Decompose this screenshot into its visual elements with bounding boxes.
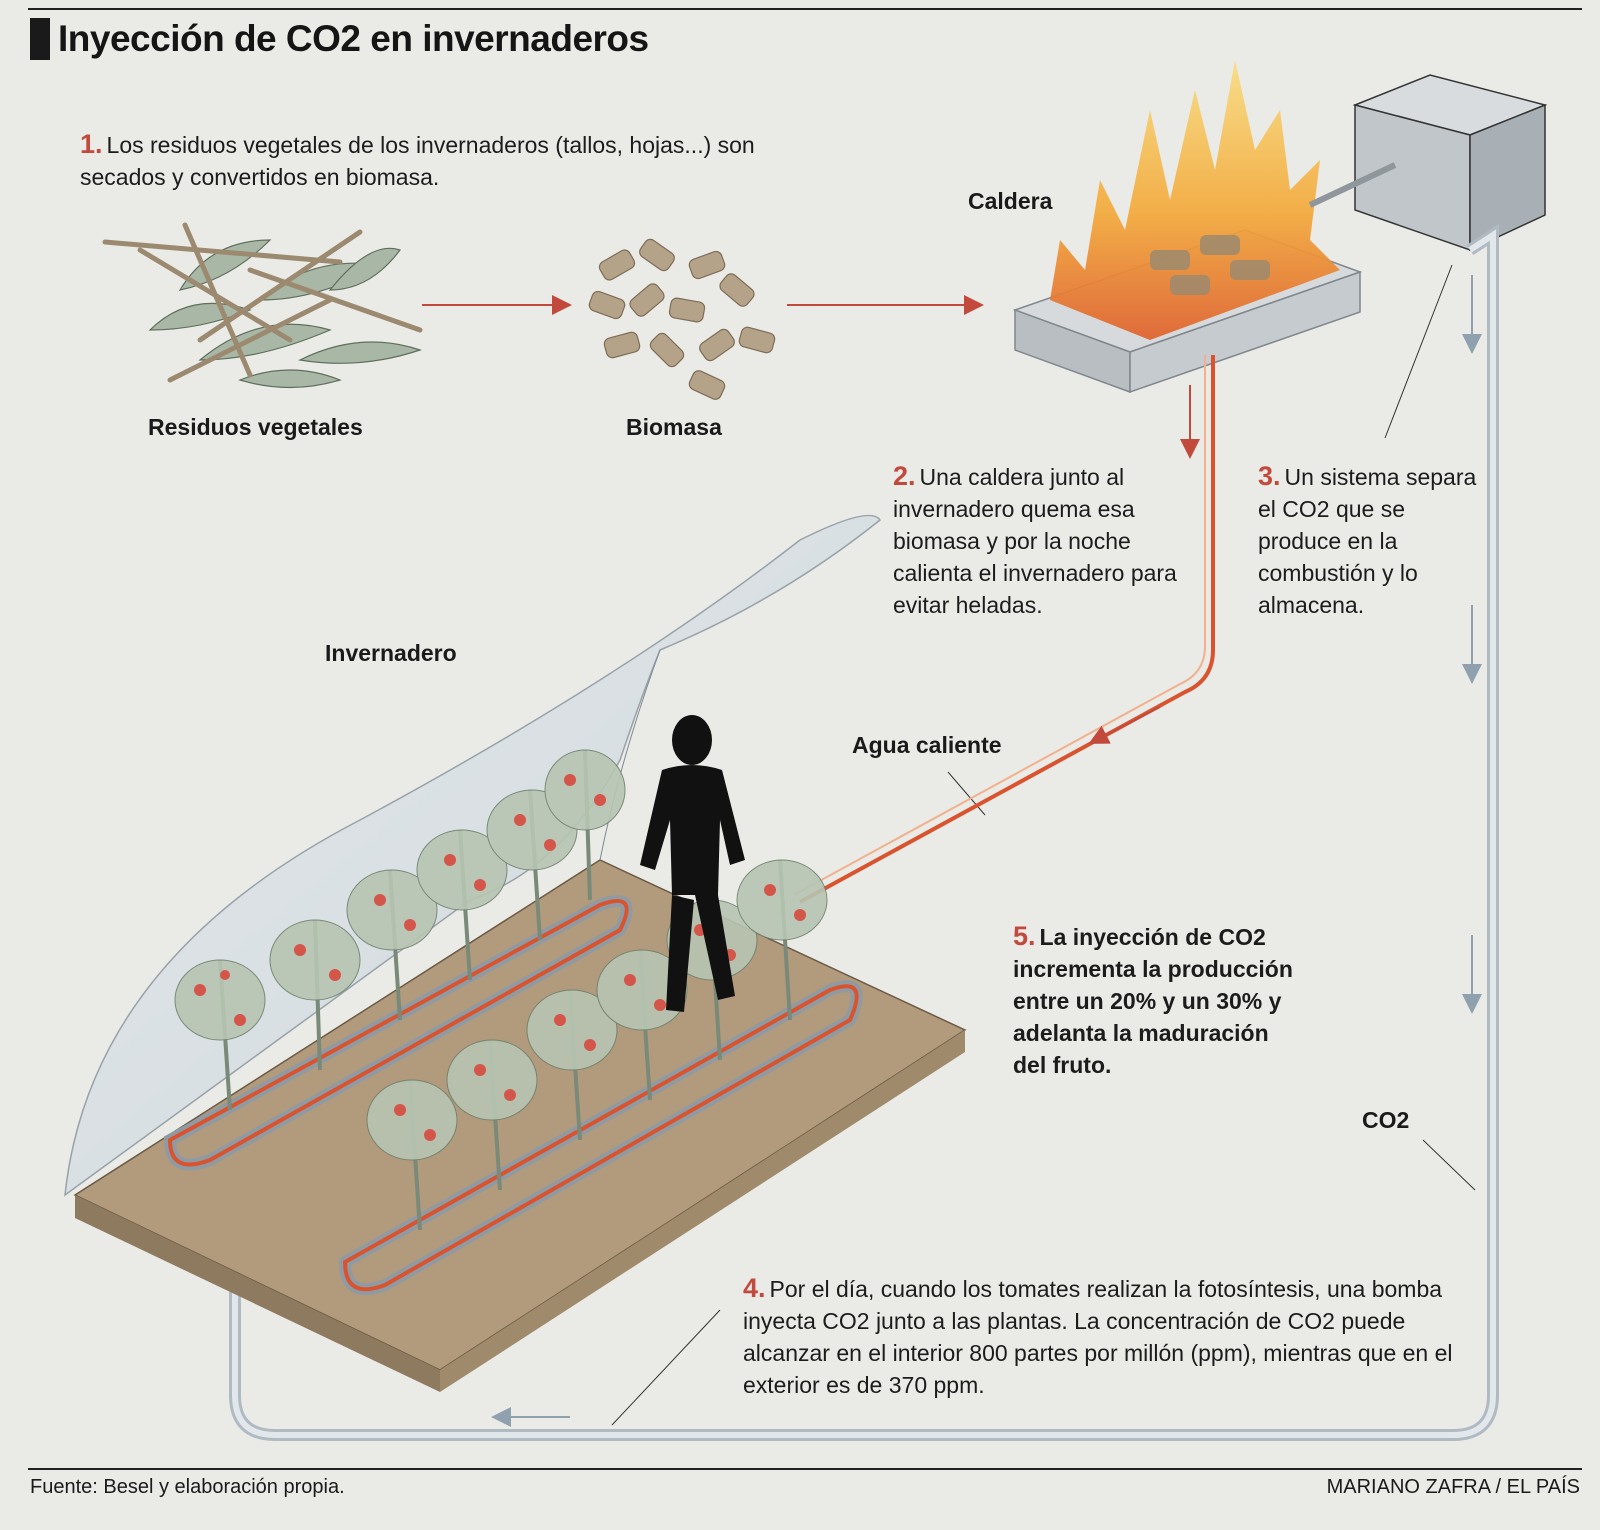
step-3-number: 3. xyxy=(1258,461,1281,491)
footer-source: Fuente: Besel y elaboración propia. xyxy=(30,1476,345,1498)
arrow-hot-water xyxy=(1088,706,1161,744)
step-4-text: 4.Por el día, cuando los tomates realiza… xyxy=(743,1272,1463,1401)
co2-storage-box xyxy=(1308,74,1548,252)
farmer-silhouette xyxy=(640,715,745,1012)
step-2-text: 2.Una caldera junto al invernadero quema… xyxy=(893,460,1193,621)
bottom-rule xyxy=(28,1468,1582,1470)
step-3-description: Un sistema separa el CO2 que se produce … xyxy=(1258,464,1477,618)
footer-credit: MARIANO ZAFRA / EL PAÍS xyxy=(1326,1476,1580,1498)
step-4-number: 4. xyxy=(743,1273,766,1303)
step-5-text: 5.La inyección de CO2 incrementa la prod… xyxy=(1013,920,1298,1081)
step-1-description: Los residuos vegetales de los invernader… xyxy=(80,132,755,190)
label-co2: CO2 xyxy=(1362,1107,1410,1133)
biomass-pellets-illustration xyxy=(588,238,776,400)
title-marker xyxy=(30,18,50,60)
label-caldera: Caldera xyxy=(968,188,1053,214)
step-2-description: Una caldera junto al invernadero quema e… xyxy=(893,464,1177,618)
plant-waste-illustration xyxy=(102,222,423,389)
label-residuos: Residuos vegetales xyxy=(148,414,363,440)
step-3-text: 3.Un sistema separa el CO2 que se produc… xyxy=(1258,460,1488,621)
step-1-number: 1. xyxy=(80,129,103,159)
step-2-number: 2. xyxy=(893,461,916,491)
label-invernadero: Invernadero xyxy=(325,640,457,666)
top-rule xyxy=(28,8,1582,10)
step-1-text: 1.Los residuos vegetales de los invernad… xyxy=(80,128,840,193)
boiler-illustration xyxy=(1012,60,1363,394)
label-biomasa: Biomasa xyxy=(626,414,722,440)
step-5-number: 5. xyxy=(1013,921,1036,951)
step-5-description: La inyección de CO2 incrementa la produc… xyxy=(1013,924,1293,1078)
title-block: Inyección de CO2 en invernaderos xyxy=(30,18,649,60)
label-agua-caliente: Agua caliente xyxy=(852,732,1002,758)
step-4-description: Por el día, cuando los tomates realizan … xyxy=(743,1276,1453,1398)
greenhouse-illustration xyxy=(64,514,967,1392)
page-title: Inyección de CO2 en invernaderos xyxy=(58,18,649,59)
